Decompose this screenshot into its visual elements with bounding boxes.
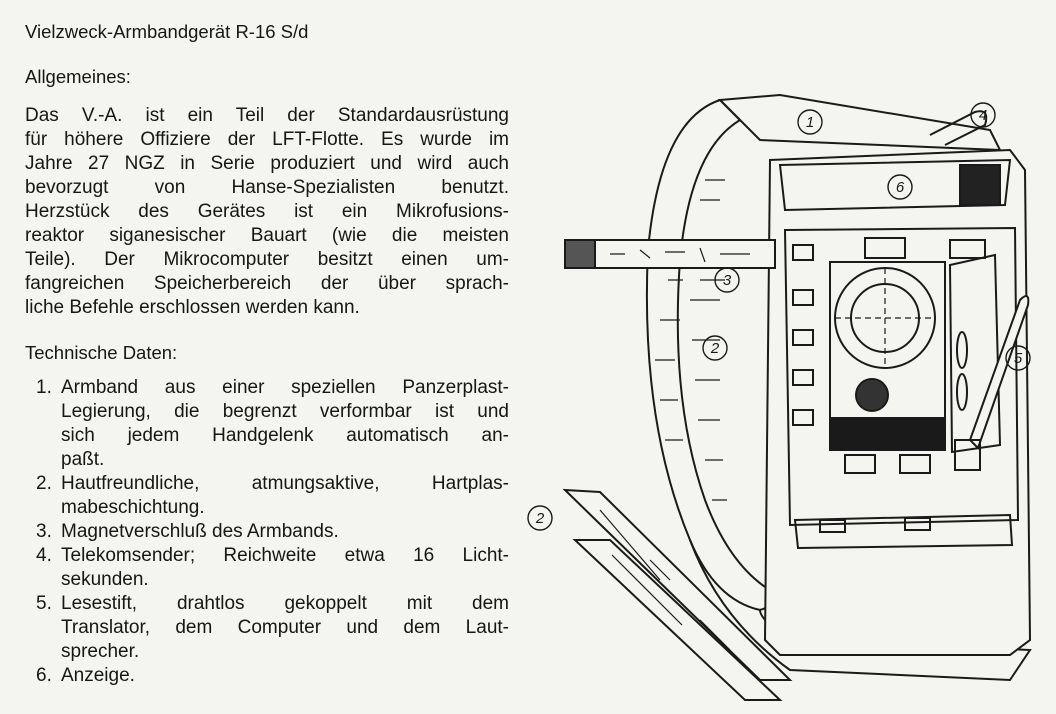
- paragraph-line: bevorzugt von Hanse-Spezialisten benutzt…: [25, 177, 509, 198]
- paragraph-line: reaktor siganesischer Bauart (wie die me…: [25, 225, 509, 246]
- callout-6: 6: [896, 179, 905, 196]
- list-item-number: 2.: [36, 473, 52, 494]
- list-item-number: 1.: [36, 377, 52, 398]
- callout-3: 3: [723, 272, 732, 289]
- list-item-text: Telekomsender; Reichweite etwa 16 Licht-…: [61, 544, 509, 592]
- paragraph-line: fangreichen Speicherbereich der über spr…: [25, 273, 509, 294]
- list-item-text: Magnetverschluß des Armbands.: [61, 520, 509, 544]
- paragraph-line: Jahre 27 NGZ in Serie produziert und wir…: [25, 153, 509, 174]
- list-item-line: sich jedem Handgelenk automatisch an-: [61, 425, 509, 446]
- wrist-device-illustration: 1 2 3 4 5 6 2: [527, 93, 1032, 701]
- list-item-line: Translator, dem Computer und dem Laut-: [61, 617, 509, 638]
- paragraph-line: liche Befehle erschlossen werden kann.: [25, 297, 360, 318]
- general-paragraph: Das V.-A. ist ein Teil der Standardausrü…: [25, 104, 509, 320]
- callout-2-band: 2: [535, 510, 545, 527]
- list-item-number: 3.: [36, 521, 52, 542]
- list-item-line: Anzeige.: [61, 665, 135, 686]
- list-item: 2. Hautfreundliche, atmungsaktive, Hartpl…: [36, 472, 509, 520]
- list-item: 4. Telekomsender; Reichweite etwa 16 Lich…: [36, 544, 509, 592]
- list-item-line: Hautfreundliche, atmungsaktive, Hartplas…: [61, 473, 509, 494]
- paragraph-line: für höhere Offiziere der LFT-Flotte. Es …: [25, 129, 509, 150]
- list-item-text: Hautfreundliche, atmungsaktive, Hartplas…: [61, 472, 509, 520]
- paragraph-line: Das V.-A. ist ein Teil der Standardausrü…: [25, 105, 509, 126]
- list-item-line: paßt.: [61, 449, 105, 470]
- list-item-line: Legierung, die begrenzt verformbar ist u…: [61, 401, 509, 422]
- callout-2: 2: [710, 340, 720, 357]
- list-item: 6. Anzeige.: [36, 664, 509, 688]
- list-item-number: 6.: [36, 665, 52, 686]
- section-heading-general: Allgemeines:: [25, 66, 131, 87]
- list-item-line: mabeschichtung.: [61, 497, 205, 518]
- list-item-line: Lesestift, drahtlos gekoppelt mit dem: [61, 593, 509, 614]
- callout-1: 1: [806, 114, 814, 131]
- list-item-line: Magnetverschluß des Armbands.: [61, 521, 339, 542]
- list-item: 3. Magnetverschluß des Armbands.: [36, 520, 509, 544]
- callout-4: 4: [979, 107, 987, 124]
- list-item: 1. Armband aus einer speziellen Panzerpla…: [36, 376, 509, 472]
- list-item-text: Armband aus einer speziellen Panzerplast…: [61, 376, 509, 472]
- list-item-line: Armband aus einer speziellen Panzerplast…: [61, 377, 509, 398]
- list-item-number: 4.: [36, 545, 52, 566]
- section-heading-technical: Technische Daten:: [25, 342, 178, 363]
- list-item-line: Telekomsender; Reichweite etwa 16 Licht-: [61, 545, 509, 566]
- list-item-line: sprecher.: [61, 641, 140, 662]
- paragraph-line: Herzstück des Gerätes ist ein Mikrofusio…: [25, 201, 509, 222]
- technical-list: 1. Armband aus einer speziellen Panzerpla…: [36, 376, 509, 688]
- list-item-text: Anzeige.: [61, 664, 509, 688]
- list-item-number: 5.: [36, 593, 52, 614]
- callout-5: 5: [1014, 350, 1023, 367]
- list-item-line: sekunden.: [61, 569, 149, 590]
- document-title: Vielzweck-Armbandgerät R-16 S/d: [25, 21, 309, 42]
- paragraph-line: Teile). Der Mikrocomputer besitzt einen …: [25, 249, 509, 270]
